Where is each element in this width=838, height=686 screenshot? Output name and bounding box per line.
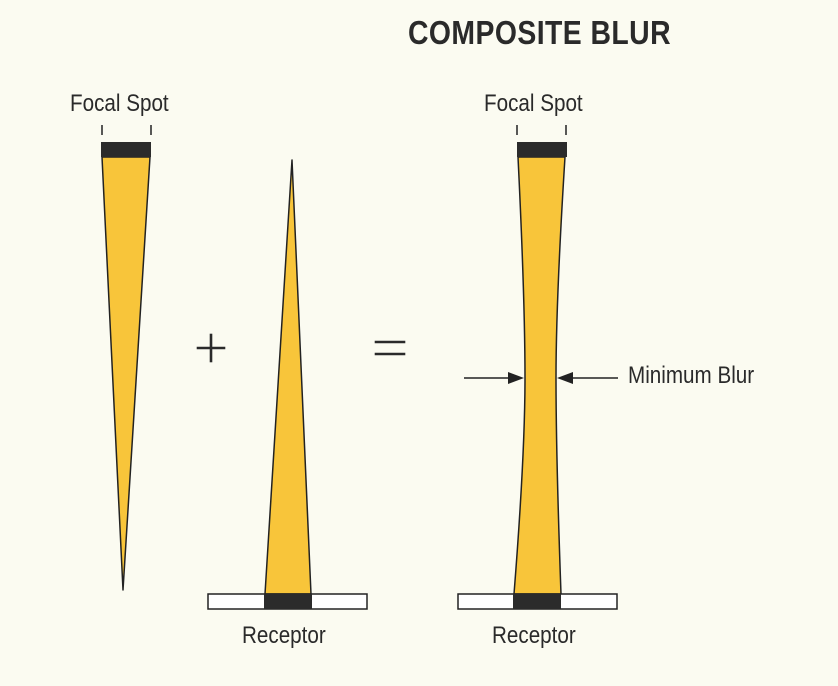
minimum-blur-label: Minimum Blur <box>628 362 755 389</box>
composite-blur-shape <box>457 125 618 610</box>
focal-spot-blur-cone <box>101 125 152 591</box>
minimum-blur-arrows <box>464 372 618 384</box>
receptor-dark-zone-right <box>513 594 561 609</box>
arrow-right-head-icon <box>557 372 573 384</box>
receptor-blur-cone <box>207 159 368 610</box>
focal-spot-label-left: Focal Spot <box>70 90 169 117</box>
receptor-dark-zone-middle <box>264 594 312 609</box>
focal-spot-bar-left <box>101 142 151 157</box>
focal-spot-label-right: Focal Spot <box>484 90 583 117</box>
receptor-label-right: Receptor <box>492 622 576 649</box>
focal-spot-blur-wedge <box>101 156 151 591</box>
receptor-label-middle: Receptor <box>242 622 326 649</box>
focal-spot-bar-right <box>517 142 567 157</box>
receptor-blur-wedge <box>264 159 312 595</box>
composite-blur-hourglass <box>513 156 566 595</box>
diagram-title: COMPOSITE BLUR <box>408 14 672 51</box>
plus-sign <box>196 333 226 363</box>
equals-sign <box>374 340 406 356</box>
arrow-left-head-icon <box>508 372 524 384</box>
